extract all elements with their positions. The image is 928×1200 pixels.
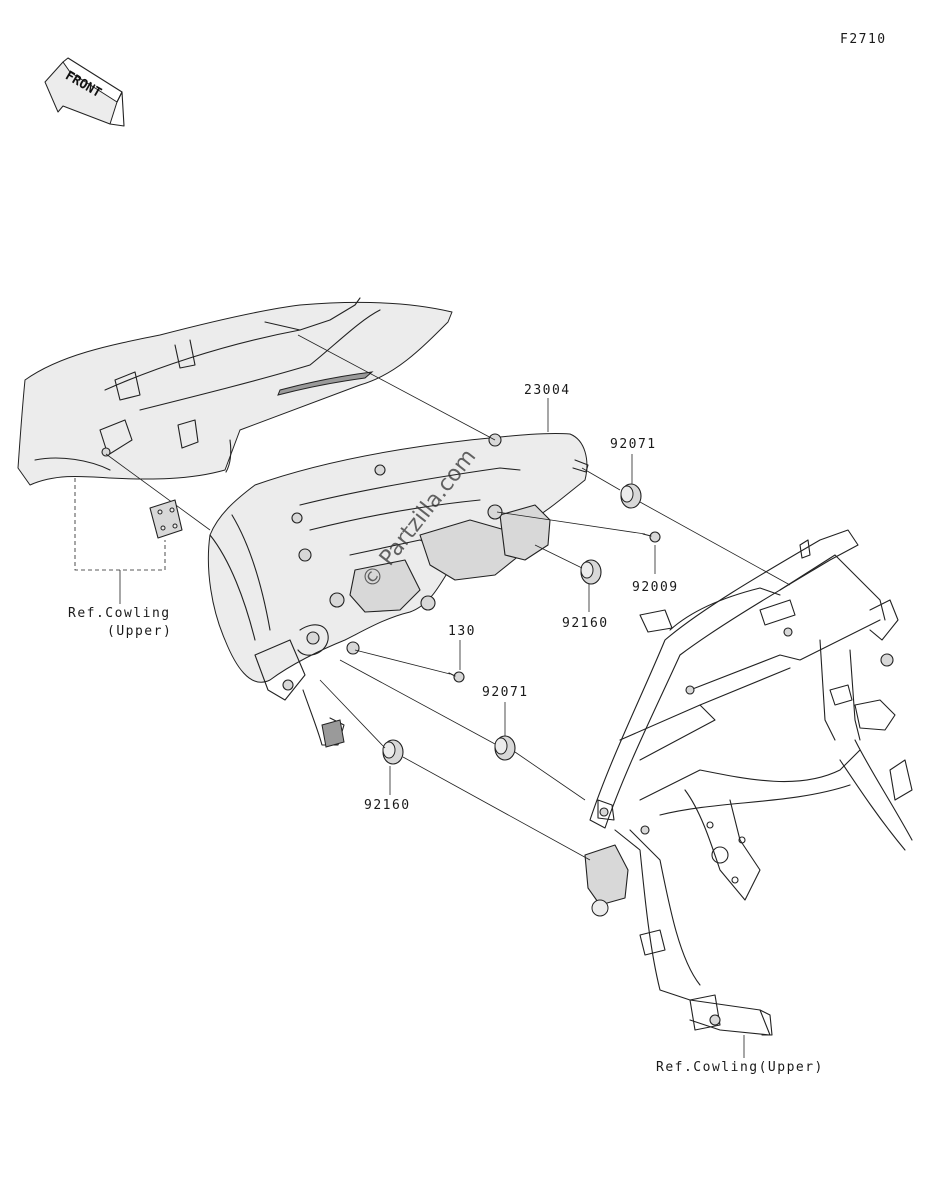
grommet-92160-lower — [382, 739, 404, 765]
front-arrow-icon: FRONT — [44, 57, 125, 127]
bolt-92009 — [642, 531, 661, 543]
upper-cowling-ref — [17, 297, 453, 486]
part-label-92071-lower[interactable]: 92071 — [482, 685, 529, 700]
cowling-stay-frame — [584, 529, 913, 1036]
part-label-92160-lower[interactable]: 92160 — [364, 798, 411, 813]
assembly-lines — [74, 334, 791, 1058]
grommet-92071-lower — [494, 735, 516, 761]
ref-cowling-bottom[interactable]: Ref.Cowling(Upper) — [656, 1060, 824, 1075]
ref-cowling-left-line1[interactable]: Ref.Cowling — [68, 606, 171, 621]
part-label-92009[interactable]: 92009 — [632, 580, 679, 595]
part-label-92160-upper[interactable]: 92160 — [562, 616, 609, 631]
figure-code: F2710 — [840, 32, 887, 47]
bolt-130 — [448, 671, 465, 683]
ref-cowling-left-line2[interactable]: (Upper) — [107, 624, 173, 639]
grommet-92160-upper — [580, 559, 602, 585]
part-label-23004[interactable]: 23004 — [524, 383, 571, 398]
part-label-130[interactable]: 130 — [448, 624, 476, 639]
cowling-pad — [149, 499, 183, 539]
grommet-92071-upper — [620, 483, 642, 509]
part-label-92071-upper[interactable]: 92071 — [610, 437, 657, 452]
headlight-assembly — [207, 432, 589, 748]
